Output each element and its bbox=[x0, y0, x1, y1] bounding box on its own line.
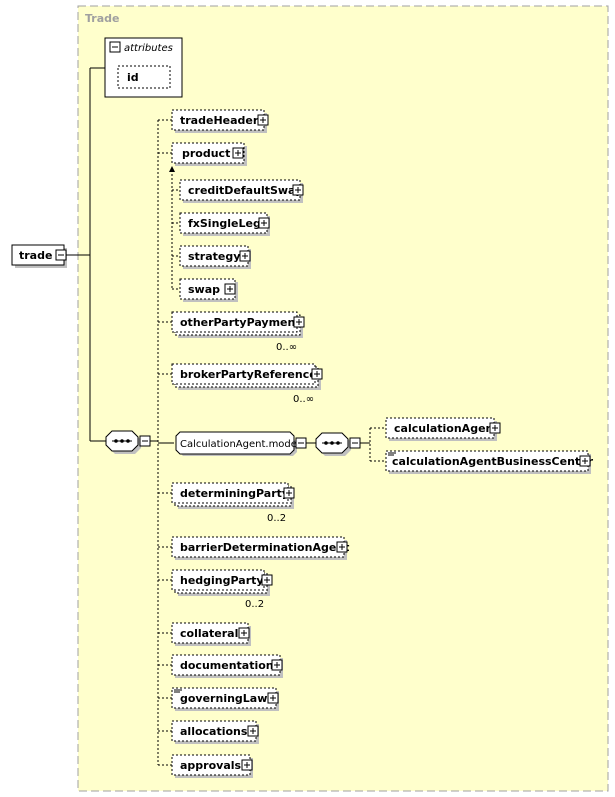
attribute-id-box[interactable] bbox=[117, 65, 171, 89]
sequence-compositor[interactable] bbox=[105, 430, 141, 454]
allocations-expand-icon[interactable] bbox=[247, 725, 259, 737]
barrierDeterminationAgent-expand-icon[interactable] bbox=[336, 541, 348, 553]
group-CalculationAgent-model-label: CalculationAgent.model bbox=[180, 439, 300, 450]
element-determiningParty-label: determiningParty bbox=[180, 487, 289, 500]
governingLaw-expand-icon[interactable] bbox=[267, 692, 279, 704]
trade-collapse-icon[interactable] bbox=[55, 249, 67, 261]
strategy-expand-icon[interactable] bbox=[239, 250, 251, 262]
group-CalculationAgent-model[interactable]: CalculationAgent.model bbox=[175, 431, 300, 456]
creditDefaultSwap-expand-icon[interactable] bbox=[292, 184, 304, 196]
element-tradeHeader[interactable]: tradeHeader bbox=[171, 109, 269, 133]
inner-sequence-compositor[interactable] bbox=[315, 432, 351, 456]
element-barrierDeterminationAgent-label: barrierDeterminationAgent bbox=[180, 541, 349, 554]
brokerPartyReference-cardinality: 0..∞ bbox=[293, 394, 314, 405]
swap-expand-icon[interactable] bbox=[224, 283, 236, 295]
element-product-label: product bbox=[182, 147, 230, 160]
element-strategy[interactable]: strategy bbox=[179, 245, 251, 269]
group-title: Trade bbox=[85, 12, 119, 25]
hedgingParty-expand-icon[interactable] bbox=[261, 574, 273, 586]
element-documentation[interactable]: documentation bbox=[171, 654, 283, 678]
element-creditDefaultSwap-label: creditDefaultSwap bbox=[188, 184, 303, 197]
element-strategy-label: strategy bbox=[188, 250, 240, 263]
element-approvals-label: approvals bbox=[180, 759, 242, 772]
element-barrierDeterminationAgent[interactable]: barrierDeterminationAgent bbox=[171, 536, 349, 560]
model-collapse-icon[interactable] bbox=[295, 437, 307, 449]
element-swap[interactable]: swap bbox=[179, 278, 238, 302]
element-determiningParty[interactable]: determiningParty 0..2 bbox=[171, 482, 295, 524]
inner-sequence-collapse-icon[interactable] bbox=[349, 437, 361, 449]
element-calculationAgentBusinessCenter[interactable]: calculationAgentBusinessCenter bbox=[385, 450, 594, 474]
trade-label: trade bbox=[19, 249, 52, 262]
attributes-label: attributes bbox=[124, 43, 173, 54]
attributes-collapse-icon[interactable] bbox=[109, 41, 121, 53]
sequence-collapse-icon[interactable] bbox=[139, 435, 151, 447]
element-swap-label: swap bbox=[188, 283, 220, 296]
determiningParty-cardinality: 0..2 bbox=[267, 513, 286, 524]
element-fxSingleLeg[interactable]: fxSingleLeg bbox=[179, 212, 270, 236]
documentation-expand-icon[interactable] bbox=[271, 659, 283, 671]
product-expand-icon[interactable] bbox=[232, 147, 244, 159]
element-product[interactable]: product bbox=[171, 142, 247, 166]
fxSingleLeg-expand-icon[interactable] bbox=[258, 217, 270, 229]
element-otherPartyPayment-label: otherPartyPayment bbox=[180, 316, 301, 329]
element-tradeHeader-label: tradeHeader bbox=[180, 114, 259, 127]
attribute-id-label: id bbox=[127, 71, 139, 84]
determiningParty-expand-icon[interactable] bbox=[283, 487, 295, 499]
element-collateral-label: collateral bbox=[180, 627, 238, 640]
element-governingLaw[interactable]: governingLaw bbox=[171, 687, 279, 711]
element-allocations-label: allocations bbox=[180, 725, 248, 738]
element-otherPartyPayment[interactable]: otherPartyPayment 0..∞ bbox=[171, 311, 305, 353]
approvals-expand-icon[interactable] bbox=[241, 759, 253, 771]
element-allocations[interactable]: allocations bbox=[171, 720, 259, 744]
tradeHeader-expand-icon[interactable] bbox=[257, 114, 269, 126]
brokerPartyReference-expand-icon[interactable] bbox=[311, 368, 323, 380]
element-hedgingParty-label: hedgingParty bbox=[180, 574, 264, 587]
element-brokerPartyReference-label: brokerPartyReference bbox=[180, 368, 317, 381]
collateral-expand-icon[interactable] bbox=[238, 627, 250, 639]
group-panel bbox=[77, 5, 609, 792]
calculationAgent-expand-icon[interactable] bbox=[489, 422, 501, 434]
element-collateral[interactable]: collateral bbox=[171, 622, 251, 646]
calculationAgentBusinessCenter-expand-icon[interactable] bbox=[579, 455, 591, 467]
element-calculationAgentBusinessCenter-label: calculationAgentBusinessCenter bbox=[392, 455, 594, 468]
element-fxSingleLeg-label: fxSingleLeg bbox=[188, 217, 261, 230]
otherPartyPayment-expand-icon[interactable] bbox=[293, 316, 305, 328]
substitution-arrow-icon bbox=[169, 166, 175, 172]
element-documentation-label: documentation bbox=[180, 659, 274, 672]
governingLaw-doc-icon bbox=[174, 689, 182, 693]
element-hedgingParty[interactable]: hedgingParty 0..2 bbox=[171, 569, 273, 610]
element-brokerPartyReference[interactable]: brokerPartyReference 0..∞ bbox=[171, 363, 323, 405]
element-creditDefaultSwap[interactable]: creditDefaultSwap bbox=[179, 179, 304, 203]
element-approvals[interactable]: approvals bbox=[171, 754, 253, 778]
annotation-doc-icon bbox=[388, 452, 396, 456]
element-calculationAgent-label: calculationAgent bbox=[394, 422, 499, 435]
otherPartyPayment-cardinality: 0..∞ bbox=[276, 342, 297, 353]
hedgingParty-cardinality: 0..2 bbox=[245, 599, 264, 610]
element-governingLaw-label: governingLaw bbox=[180, 692, 267, 705]
element-calculationAgent[interactable]: calculationAgent bbox=[385, 417, 501, 441]
